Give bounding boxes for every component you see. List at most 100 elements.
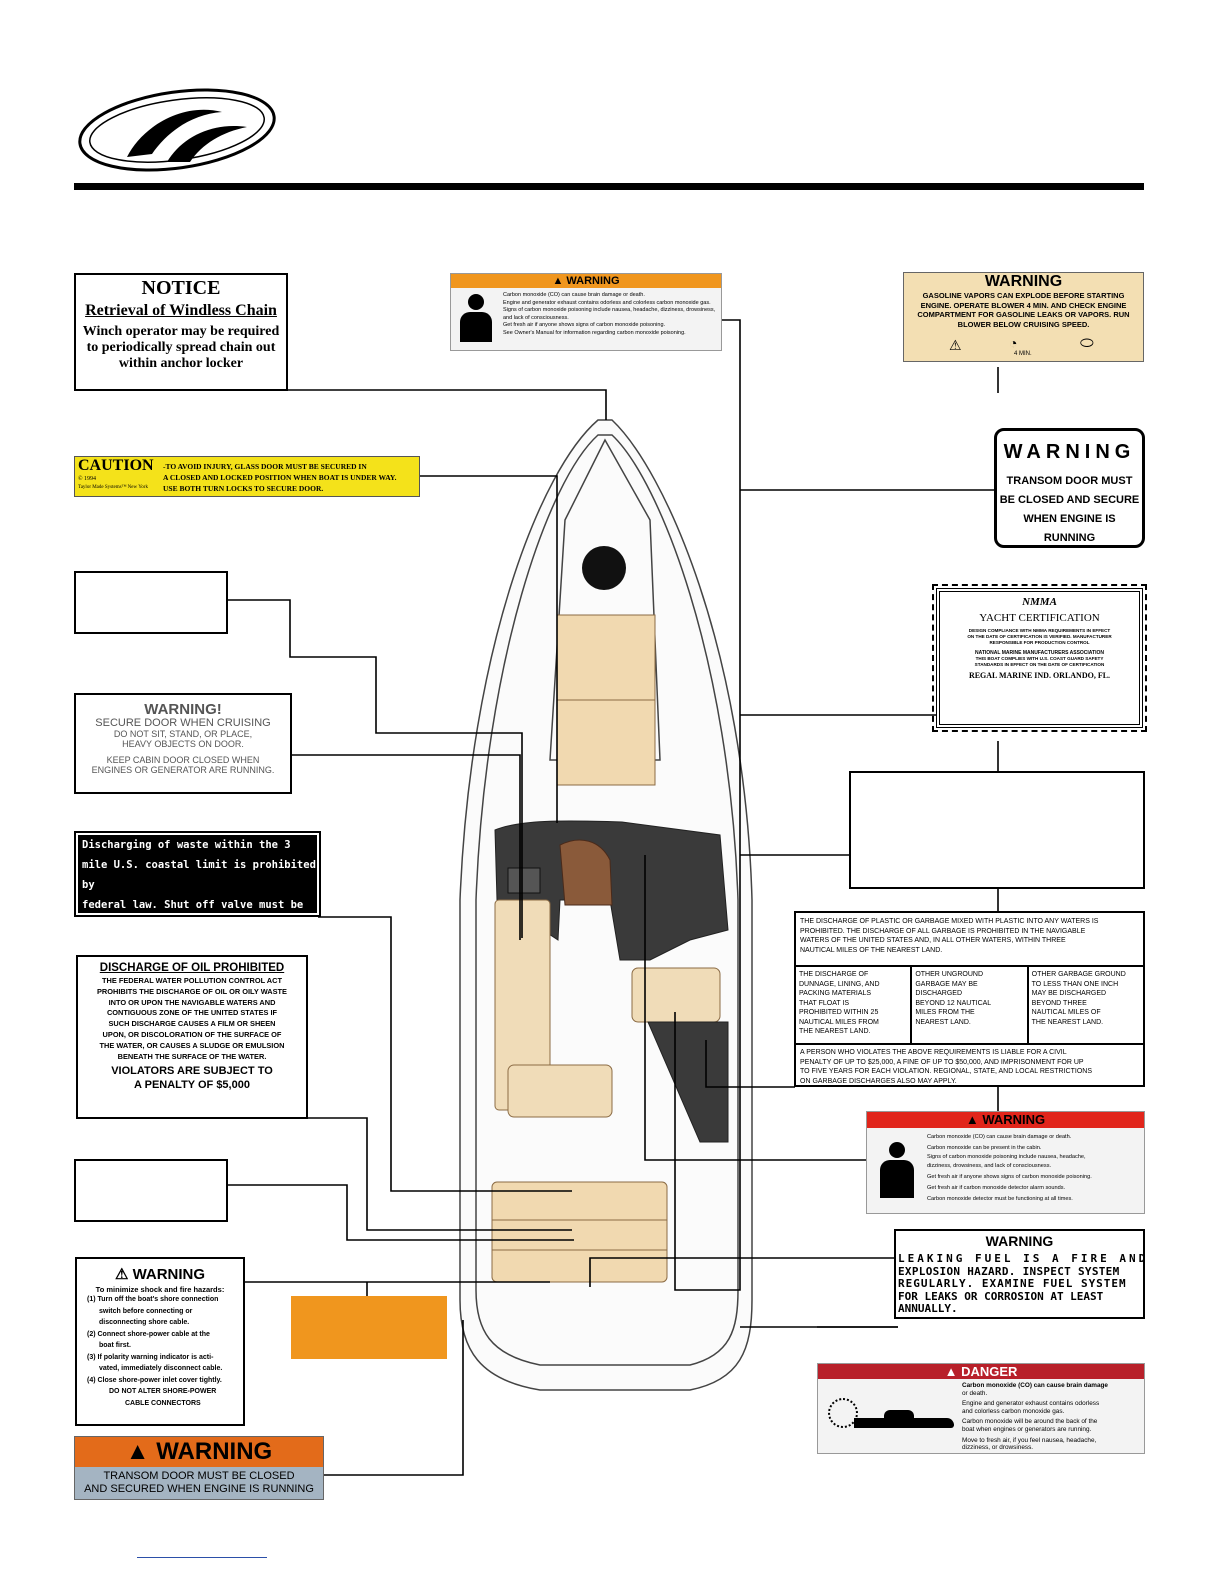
waste-line: federal law. Shut off valve must be: [82, 895, 317, 915]
door-line: HEAVY OBJECTS ON DOOR.: [76, 739, 290, 750]
co-warning-top-decal: ▲ WARNING Carbon monoxide (CO) can cause…: [450, 273, 722, 351]
oil-line: SUCH DISCHARGE CAUSES A FILM OR SHEEN: [78, 1019, 306, 1030]
garbage-col2: DISCHARGED: [915, 989, 1023, 999]
blank-label-box-3: [74, 1159, 228, 1222]
shore-line: CABLE CONNECTORS: [87, 1398, 243, 1410]
yacht-cert-title: YACHT CERTIFICATION: [940, 612, 1139, 624]
co-person-icon: [877, 1142, 917, 1204]
notice-title: NOTICE: [76, 277, 286, 300]
door-line: ENGINES OR GENERATOR ARE RUNNING.: [76, 765, 290, 776]
danger-line: Move to fresh air, if you feel nausea, h…: [962, 1437, 1108, 1445]
notice-subtitle: Retrieval of Windless Chain: [76, 302, 286, 320]
blank-label-box-2: [849, 771, 1145, 889]
danger-line: Engine and generator exhaust contains od…: [962, 1400, 1108, 1408]
co-mid-line: Carbon monoxide can be present in the ca…: [927, 1143, 1092, 1154]
garbage-col2: NEAREST LAND.: [915, 1018, 1023, 1028]
oil-violators: VIOLATORS ARE SUBJECT TO: [78, 1064, 306, 1078]
exhaust-boat-icon: [824, 1392, 954, 1442]
garbage-col1: NAUTICAL MILES FROM: [799, 1018, 907, 1028]
oil-line: THE FEDERAL WATER POLLUTION CONTROL ACT: [78, 976, 306, 987]
oil-line: INTO OR UPON THE NAVIGABLE WATERS AND: [78, 998, 306, 1009]
caution-line: USE BOTH TURN LOCKS TO SECURE DOOR.: [163, 483, 397, 494]
co-line: Engine and generator exhaust contains od…: [503, 300, 721, 308]
danger-line: and colorless carbon monoxide gas.: [962, 1408, 1108, 1416]
garbage-col3: MAY BE DISCHARGED: [1032, 989, 1140, 999]
danger-line: Carbon monoxide (CO) can cause brain dam…: [962, 1382, 1108, 1390]
garbage-discharge-decal: THE DISCHARGE OF PLASTIC OR GARBAGE MIXE…: [794, 911, 1145, 1087]
door-warning-title: WARNING!: [76, 701, 290, 718]
shore-line: (2) Connect shore-power cable at the: [87, 1329, 243, 1341]
orange-placeholder-box: [291, 1296, 447, 1359]
oil-line: BENEATH THE SURFACE OF THE WATER.: [78, 1052, 306, 1063]
door-line: DO NOT SIT, STAND, OR PLACE,: [76, 729, 290, 740]
door-warning-decal: WARNING! SECURE DOOR WHEN CRUISING DO NO…: [74, 693, 292, 794]
garbage-col3: OTHER GARBAGE GROUND: [1032, 970, 1140, 980]
notice-line: within anchor locker: [76, 356, 286, 372]
co-warning-mid-header: ▲ WARNING: [867, 1112, 1144, 1128]
gas-line: GASOLINE VAPORS CAN EXPLODE BEFORE START…: [904, 291, 1143, 301]
co-line: Get fresh air if anyone shows signs of c…: [503, 322, 721, 330]
garbage-col1: THE DISCHARGE OF: [799, 970, 907, 980]
transom-left-line: AND SECURED WHEN ENGINE IS RUNNING: [75, 1483, 323, 1496]
shore-line: DO NOT ALTER SHORE-POWER: [87, 1386, 243, 1398]
fuel-line: REGULARLY. EXAMINE FUEL SYSTEM: [898, 1278, 1143, 1291]
gas-line: BLOWER BELOW CRUISING SPEED.: [904, 320, 1143, 330]
transom-warning-right-title: WARNING: [997, 441, 1142, 464]
cert-line: STANDARDS IN EFFECT ON THE DATE OF CERTI…: [940, 662, 1139, 668]
fuel-line: LEAKING FUEL IS A FIRE AND: [898, 1253, 1143, 1266]
waste-line: Discharging of waste within the 3: [82, 835, 317, 855]
caution-line: A CLOSED AND LOCKED POSITION WHEN BOAT I…: [163, 472, 397, 483]
caution-maker: Taylor Made Systems™ New York: [78, 485, 148, 490]
shore-line: (3) If polarity warning indicator is act…: [87, 1352, 243, 1364]
gas-line: COMPARTMENT FOR GASOLINE LEAKS OR VAPORS…: [904, 310, 1143, 320]
co-line: Signs of carbon monoxide poisoning inclu…: [503, 307, 721, 322]
garbage-col2: MILES FROM THE: [915, 1008, 1023, 1018]
blower-icon: ◔: [1009, 335, 1017, 351]
oil-line: PROHIBITS THE DISCHARGE OF OIL OR OILY W…: [78, 987, 306, 998]
cert-maker: REGAL MARINE IND. ORLANDO, FL.: [940, 671, 1139, 680]
shore-line: boat first.: [87, 1340, 243, 1352]
cert-line: RESPONSIBLE FOR PRODUCTION CONTROL: [940, 640, 1139, 646]
caution-line: -TO AVOID INJURY, GLASS DOOR MUST BE SEC…: [163, 461, 397, 472]
garbage-col1: THE NEAREST LAND.: [799, 1027, 907, 1037]
garbage-col2: BEYOND 12 NAUTICAL: [915, 999, 1023, 1009]
garbage-intro: THE DISCHARGE OF PLASTIC OR GARBAGE MIXE…: [800, 917, 1139, 927]
garbage-col2: OTHER UNGROUND: [915, 970, 1023, 980]
blank-label-box-1: [74, 571, 228, 634]
transom-line: BE CLOSED AND SECURE: [997, 491, 1142, 510]
oil-line: UPON, OR DISCOLORATION OF THE SURFACE OF: [78, 1030, 306, 1041]
fuel-warning-title: WARNING: [896, 1233, 1143, 1249]
shore-warning-title: WARNING: [133, 1266, 206, 1283]
caution-title: CAUTION: [78, 457, 154, 475]
co-mid-line: Carbon monoxide detector must be functio…: [927, 1194, 1092, 1205]
garbage-penalty: PENALTY OF UP TO $25,000, A FINE OF UP T…: [800, 1058, 1139, 1068]
danger-decal: ▲ DANGER Carbon monoxide (CO) can cause …: [817, 1363, 1145, 1454]
co-line: See Owner's Manual for information regar…: [503, 330, 721, 338]
gasoline-warning-title: WARNING: [904, 273, 1143, 291]
garbage-col3: THE NEAREST LAND.: [1032, 1018, 1140, 1028]
notice-line: Winch operator may be required: [76, 324, 286, 340]
shore-line: vated, immediately disconnect cable.: [87, 1363, 243, 1375]
co-mid-line: Signs of carbon monoxide poisoning inclu…: [927, 1154, 1092, 1161]
caution-decal: CAUTION © 1994 Taylor Made Systems™ New …: [74, 456, 420, 497]
shore-line: (4) Close shore-power inlet cover tightl…: [87, 1375, 243, 1387]
door-line: SECURE DOOR WHEN CRUISING: [76, 718, 290, 729]
transom-line: WHEN ENGINE IS RUNNING: [997, 510, 1142, 548]
waste-line: mile U.S. coastal limit is prohibited by: [82, 855, 317, 895]
warning-triangle-icon: ⚠: [115, 1266, 128, 1283]
garbage-col1: DUNNAGE, LINING, AND: [799, 980, 907, 990]
garbage-intro: PROHIBITED. THE DISCHARGE OF ALL GARBAGE…: [800, 927, 1139, 937]
garbage-col2: GARBAGE MAY BE: [915, 980, 1023, 990]
danger-line: Carbon monoxide will be around the back …: [962, 1418, 1108, 1426]
notice-decal: NOTICE Retrieval of Windless Chain Winch…: [74, 273, 288, 391]
oil-line: CONTIGUOUS ZONE OF THE UNITED STATES IF: [78, 1008, 306, 1019]
oil-line: THE WATER, OR CAUSES A SLUDGE OR EMULSIO…: [78, 1041, 306, 1052]
nmma-logo: NMMA: [940, 596, 1139, 608]
garbage-col3: BEYOND THREE: [1032, 999, 1140, 1009]
co-line: Carbon monoxide (CO) can cause brain dam…: [503, 292, 721, 300]
notice-line: to periodically spread chain out: [76, 340, 286, 356]
oil-violators: A PENALTY OF $5,000: [78, 1078, 306, 1092]
gas-line: ENGINE. OPERATE BLOWER 4 MIN. AND CHECK …: [904, 301, 1143, 311]
oil-title: DISCHARGE OF OIL PROHIBITED: [78, 962, 306, 974]
shore-line: disconnecting shore cable.: [87, 1317, 243, 1329]
